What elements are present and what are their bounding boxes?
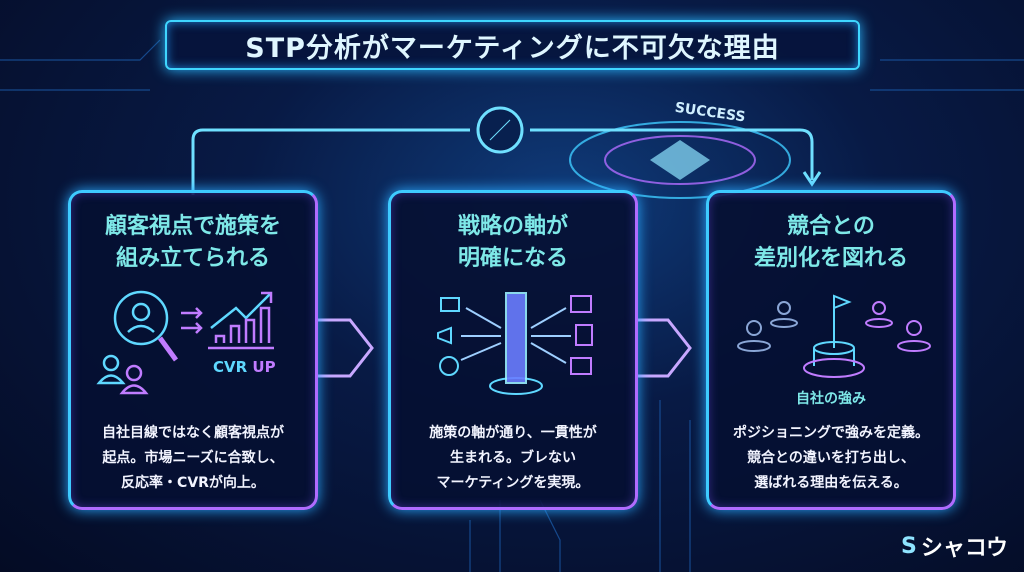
card-heading-line1: 顧客視点で施策を [104, 214, 281, 239]
brand-name: シャコウ [920, 536, 1008, 561]
card-body-line: 競合との違いを打ち出し、 [747, 450, 915, 466]
arrow-card1-to-card2 [318, 318, 374, 378]
competitor-positioning-icon [737, 294, 931, 378]
card-body: ポジショニングで強みを定義。競合との違いを打ち出し、選ばれる理由を伝える。 [719, 421, 943, 496]
card-heading-line1: 戦略の軸が [457, 214, 568, 239]
card-body-line: 選ばれる理由を伝える。 [754, 475, 908, 491]
card-heading-line2: 組み立てられる [115, 246, 270, 271]
cvr-label: CVR [213, 358, 248, 376]
compass-icon [476, 106, 524, 154]
card-heading-line1: 競合との [787, 214, 875, 239]
customer-search-growth-icon [96, 290, 274, 395]
cvr-up-label: CVR UP [213, 358, 276, 376]
compass-rose-icon [650, 140, 710, 180]
page-title: STP分析がマーケティングに不可欠な理由 [165, 20, 860, 70]
card-heading: 競合との差別化を図れる [709, 211, 953, 275]
card-heading-line2: 明確になる [457, 246, 568, 271]
card-customer-perspective: 顧客視点で施策を組み立てられる CVR UP 自社目線ではなく顧客視点が起点。市… [68, 190, 318, 510]
card-heading: 戦略の軸が明確になる [391, 211, 635, 275]
brand-s-icon: S [901, 533, 917, 559]
card-body-line: 起点。市場ニーズに合致し、 [102, 450, 284, 466]
card-heading: 顧客視点で施策を組み立てられる [71, 211, 315, 275]
flow-arrow-top [191, 128, 470, 195]
card-heading-line2: 差別化を図れる [753, 246, 908, 271]
flow-arrow-top-right [530, 128, 814, 180]
arrow-card2-to-card3 [636, 318, 692, 378]
card-strategy-axis: 戦略の軸が明確になる 施策の軸が通り、一貫性が生まれる。ブレないマーケティングを… [388, 190, 638, 510]
card-body-line: 反応率・CVRが向上。 [121, 475, 265, 491]
card-body: 施策の軸が通り、一貫性が生まれる。ブレないマーケティングを実現。 [401, 421, 625, 496]
own-strength-label: 自社の強み [796, 391, 866, 407]
card-body-line: 自社目線ではなく顧客視点が [102, 425, 284, 441]
card-differentiation: 競合との差別化を図れる 自社の強み ポジショニングで強みを定義。競合との違いを打… [706, 190, 956, 510]
up-label: UP [252, 358, 276, 376]
card-body-line: 施策の軸が通り、一貫性が [429, 425, 597, 441]
card-body: 自社目線ではなく顧客視点が起点。市場ニーズに合致し、反応率・CVRが向上。 [81, 421, 305, 496]
strategy-pillar-icon [437, 292, 593, 395]
arrowhead-icon [802, 171, 822, 187]
card-body-line: ポジショニングで強みを定義。 [733, 425, 929, 441]
card-body-line: マーケティングを実現。 [436, 475, 590, 491]
card-body-line: 生まれる。ブレない [450, 450, 576, 466]
